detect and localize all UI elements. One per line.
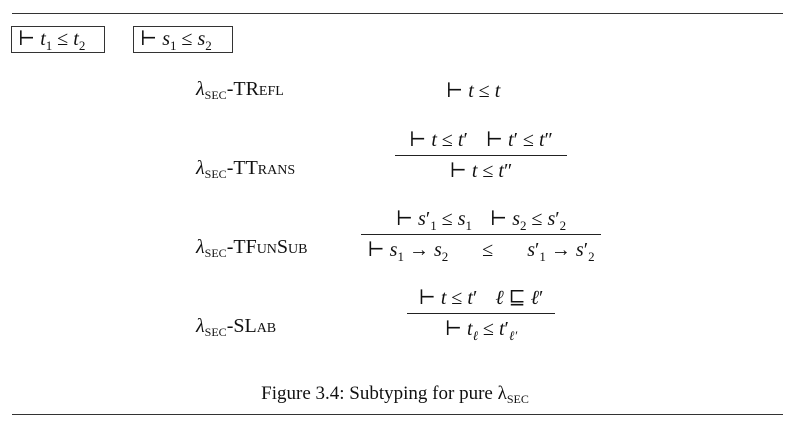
judgment-box-security-types: ⊢ s1 ≤ s2 <box>133 26 233 53</box>
inference-bar <box>361 234 601 235</box>
inference-bar <box>395 155 567 156</box>
rule-name-slab: λSEC-SLab <box>196 315 277 339</box>
inference-bar <box>407 313 555 314</box>
caption-subscript: SEC <box>506 392 529 406</box>
rule-slab-conclusion: ⊢ tℓ ≤ t′ℓ′ <box>444 318 518 343</box>
bottom-rule <box>12 414 783 415</box>
rule-ttrans-premises: ⊢ t ≤ t′⊢ t′ ≤ t″ <box>409 129 553 151</box>
rule-name-trefl: λSEC-TRefl <box>196 78 284 102</box>
caption-text: Figure 3.4: Subtyping for pure λ <box>261 383 507 404</box>
rule-trefl-conclusion: ⊢ t ≤ t <box>446 80 501 102</box>
rule-ttrans-conclusion: ⊢ t ≤ t″ <box>449 160 513 182</box>
judgment-box-types: ⊢ t1 ≤ t2 <box>11 26 105 53</box>
rule-slab-inference: ⊢ t ≤ t′ℓ ⊑ ℓ′ ⊢ tℓ ≤ t′ℓ′ <box>407 285 555 343</box>
rule-ttrans-inference: ⊢ t ≤ t′⊢ t′ ≤ t″ ⊢ t ≤ t″ <box>395 127 567 184</box>
rule-tfunsub-conclusion: ⊢ s1 → s2≤s′1 → s′2 <box>367 239 595 264</box>
rule-tfunsub-inference: ⊢ s′1 ≤ s1⊢ s2 ≤ s′2 ⊢ s1 → s2≤s′1 → s′2 <box>361 206 601 264</box>
rule-name-tfunsub: λSEC-TFunSub <box>196 236 308 260</box>
figure-caption: Figure 3.4: Subtyping for pure λSEC <box>0 383 790 407</box>
rule-slab-premises: ⊢ t ≤ t′ℓ ⊑ ℓ′ <box>418 287 544 309</box>
top-rule <box>12 13 783 14</box>
rule-name-ttrans: λSEC-TTrans <box>196 157 296 181</box>
rule-tfunsub-premises: ⊢ s′1 ≤ s1⊢ s2 ≤ s′2 <box>395 208 567 233</box>
